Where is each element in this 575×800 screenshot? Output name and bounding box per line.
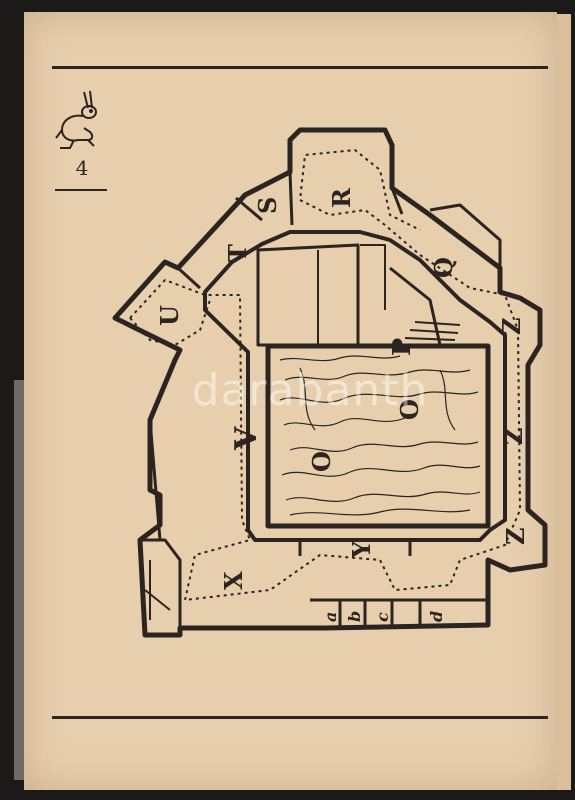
room-letter-r: R [327, 187, 356, 208]
room-letter-z-3: Z [501, 527, 530, 545]
room-letter-c: c [373, 612, 392, 622]
room-letter-q: Q [429, 257, 458, 278]
rabbit-icon [55, 90, 97, 149]
page-number-rule [55, 189, 107, 191]
room-letter-d: d [427, 611, 446, 622]
room-letter-z-1: Z [497, 317, 526, 335]
room-letter-a: a [321, 612, 340, 622]
room-letter-y: Y [347, 540, 376, 559]
room-letter-v: V [229, 426, 264, 451]
room-letter-s: S [253, 197, 282, 214]
room-letter-o-upper: O [395, 399, 424, 420]
book-binding-edge [14, 380, 26, 780]
page-stack-edge [557, 14, 571, 790]
room-letter-x: X [219, 571, 248, 590]
room-letter-o-lower: O [307, 451, 336, 472]
room-letter-t: T [223, 244, 252, 262]
top-rule [52, 66, 548, 69]
room-letter-p: P [387, 338, 416, 356]
bottom-rule [52, 716, 548, 719]
room-letter-u: U [155, 305, 184, 326]
room-letter-b: b [345, 611, 364, 622]
watermark: darabanth [191, 365, 429, 416]
room-letter-z-2: Z [499, 427, 528, 445]
page-number: 4 [75, 156, 89, 180]
